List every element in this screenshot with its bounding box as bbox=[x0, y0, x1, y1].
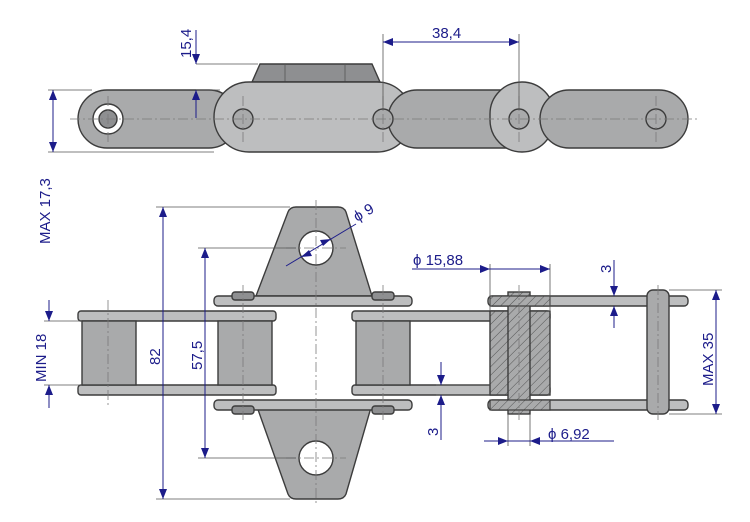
section-plate-top bbox=[489, 295, 551, 307]
dim-3-top: 3 bbox=[598, 260, 618, 328]
dim-82: 82 bbox=[147, 206, 290, 500]
roller-2 bbox=[217, 320, 273, 386]
dim-57-5-label: 57,5 bbox=[189, 341, 206, 370]
top-view bbox=[70, 63, 700, 153]
dim-min-18: MIN 18 bbox=[33, 300, 82, 408]
dim-min-18-label: MIN 18 bbox=[33, 334, 50, 382]
dim-phi-6-92-label: ϕ 6,92 bbox=[548, 426, 590, 443]
dim-max-35-label: MAX 35 bbox=[700, 333, 717, 386]
dim-3-top-label: 3 bbox=[598, 265, 615, 273]
dim-82-label: 82 bbox=[147, 348, 164, 365]
bottom-view bbox=[77, 200, 689, 505]
dim-3-bottom-label: 3 bbox=[425, 428, 442, 436]
dim-phi-15-88: ϕ 15,88 bbox=[412, 252, 551, 310]
section-plate-bottom bbox=[489, 399, 551, 411]
dim-max-35: MAX 35 bbox=[669, 289, 722, 415]
dim-max-17-3: MAX 17,3 bbox=[37, 89, 214, 244]
dim-15-4: 15,4 bbox=[178, 29, 258, 118]
dim-38-4-label: 38,4 bbox=[432, 25, 461, 42]
middle-plate-top bbox=[213, 295, 413, 307]
dim-57-5: 57,5 bbox=[189, 247, 296, 459]
dim-phi-15-88-label: ϕ 15,88 bbox=[413, 252, 463, 269]
top-attachment-tab bbox=[250, 63, 382, 83]
dim-phi-9-label: ϕ 9 bbox=[351, 200, 378, 225]
roller-1 bbox=[81, 320, 137, 386]
left-plate-top bbox=[77, 310, 277, 322]
dim-15-4-label: 15,4 bbox=[178, 29, 195, 58]
dim-38-4: 38,4 bbox=[382, 25, 520, 110]
dim-max-17-3-label: MAX 17,3 bbox=[37, 178, 54, 244]
dim-3-bottom: 3 bbox=[425, 362, 490, 440]
left-plate-bottom bbox=[77, 384, 277, 396]
middle-plate-bottom bbox=[213, 399, 413, 411]
dim-phi-6-92: ϕ 6,92 bbox=[484, 414, 614, 446]
